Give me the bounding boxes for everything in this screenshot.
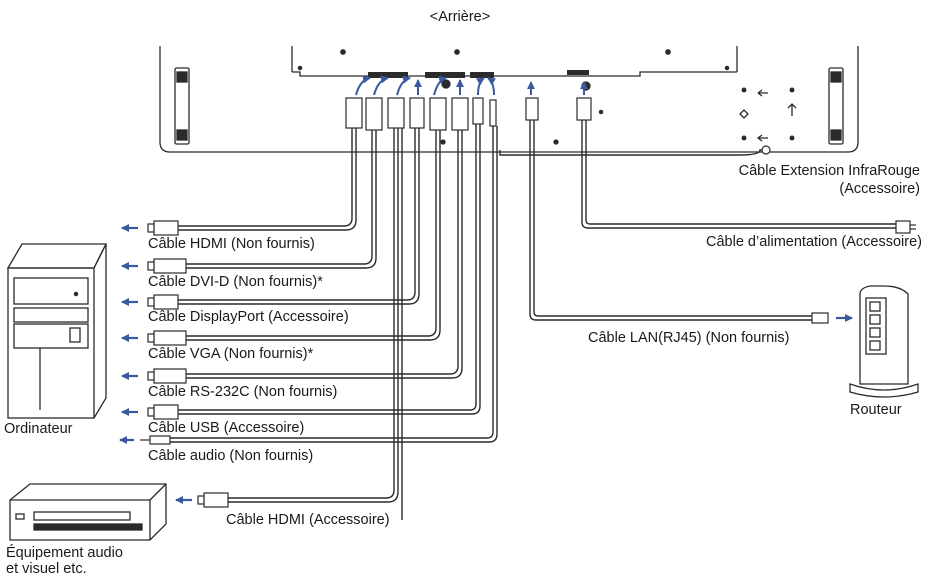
audio-connector — [489, 99, 497, 127]
computer-tower — [6, 243, 108, 419]
vga-connector — [429, 97, 447, 131]
hdmi2-connector — [387, 97, 405, 129]
label-av-equipment-line2: et visuel etc. — [6, 561, 87, 577]
label-lan-cable: Câble LAN(RJ45) (Non fournis) — [588, 330, 790, 346]
connector-heads — [345, 97, 592, 131]
label-audio-cable: Câble audio (Non fournis) — [148, 448, 314, 464]
usb-connector — [472, 97, 484, 125]
lan-connector — [525, 97, 539, 121]
label-dvi-cable: Câble DVI-D (Non fournis)* — [148, 274, 323, 290]
av-equipment — [9, 483, 167, 541]
label-computer: Ordinateur — [4, 421, 73, 437]
label-router: Routeur — [850, 402, 902, 418]
hdmi-connector — [345, 97, 363, 129]
label-displayport-cable: Câble DisplayPort (Accessoire) — [148, 309, 349, 325]
cable-lines — [170, 120, 896, 520]
output-arrows — [119, 224, 853, 504]
page-title: <Arrière> — [429, 9, 491, 25]
label-ir-extension-note: (Accessoire) — [839, 181, 920, 197]
label-hdmi-pc-cable: Câble HDMI (Non fournis) — [148, 236, 315, 252]
cable-plugs — [140, 145, 916, 508]
insert-arrows — [355, 75, 588, 96]
label-power-cable: Câble d’alimentation (Accessoire) — [706, 234, 922, 250]
rs232-connector — [451, 97, 469, 131]
monitor-rear — [159, 46, 859, 153]
right-handle — [828, 67, 844, 145]
left-handle — [174, 67, 190, 145]
power-connector — [576, 97, 592, 121]
label-av-equipment-line1: Équipement audio — [6, 545, 123, 561]
label-usb-cable: Câble USB (Accessoire) — [148, 420, 305, 436]
label-ir-extension: Câble Extension InfraRouge — [738, 163, 920, 179]
label-hdmi-av-cable: Câble HDMI (Accessoire) — [226, 512, 390, 528]
label-rs232c-cable: Câble RS-232C (Non fournis) — [148, 384, 338, 400]
router-device — [849, 285, 919, 398]
label-vga-cable: Câble VGA (Non fournis)* — [148, 346, 314, 362]
dp-connector — [409, 97, 425, 129]
dvi-connector — [365, 97, 383, 131]
